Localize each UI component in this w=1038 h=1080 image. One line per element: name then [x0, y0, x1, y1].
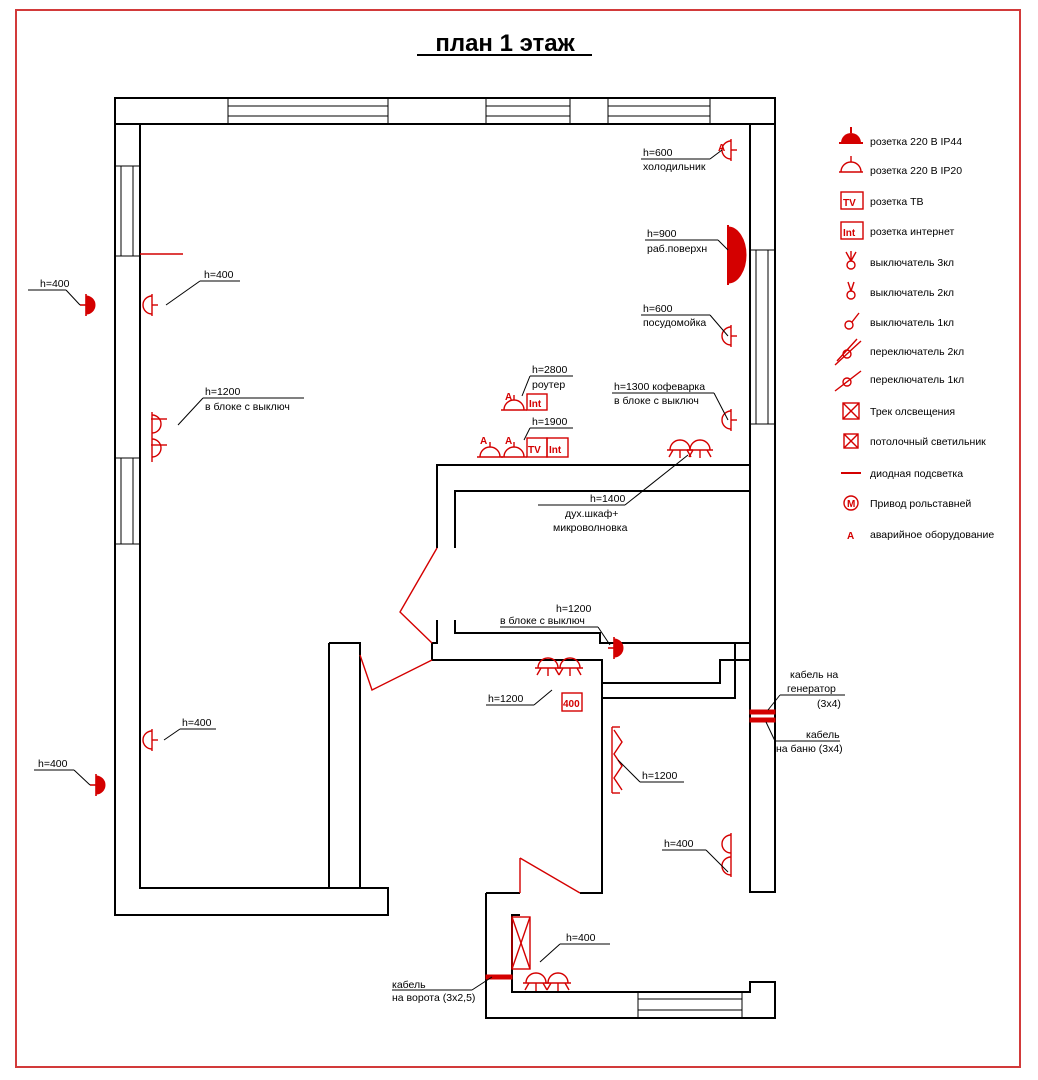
switch-2-icon — [846, 281, 856, 300]
svg-text:h=600: h=600 — [643, 147, 673, 159]
svg-text:A: A — [505, 436, 512, 447]
legend-label: Трек олсвещения — [870, 406, 955, 418]
svg-text:h=1400: h=1400 — [590, 493, 625, 505]
legend-label: розетка ТВ — [870, 196, 924, 208]
svg-text:h=900: h=900 — [647, 228, 677, 240]
toggle-1-icon — [834, 370, 862, 392]
ceiling-light-icon — [843, 433, 859, 449]
svg-text:h=400: h=400 — [182, 717, 212, 729]
svg-text:h=600: h=600 — [643, 303, 673, 315]
svg-text:h=1200: h=1200 — [556, 603, 591, 615]
svg-text:роутер: роутер — [532, 379, 565, 391]
svg-text:400: 400 — [563, 699, 580, 710]
svg-text:h=1200: h=1200 — [642, 770, 677, 782]
track-light-icon — [842, 402, 860, 420]
emergency-mark: A — [718, 143, 725, 154]
svg-text:h=400: h=400 — [38, 758, 68, 770]
svg-text:TV: TV — [843, 198, 856, 209]
svg-text:h=400: h=400 — [40, 278, 70, 290]
svg-text:Int: Int — [529, 399, 542, 410]
svg-text:дух.шкаф+: дух.шкаф+ — [565, 508, 618, 520]
svg-text:h=400: h=400 — [566, 932, 596, 944]
legend-label: выключатель 1кл — [870, 317, 954, 329]
legend-label: Привод рольставней — [870, 498, 971, 510]
legend-label: выключатель 2кл — [870, 287, 954, 299]
page-title: план 1 этаж — [435, 30, 575, 57]
svg-text:холодильник: холодильник — [643, 161, 706, 173]
toggle-2-icon — [834, 338, 862, 366]
legend-label: потолочный светильник — [870, 436, 986, 448]
doors — [140, 253, 776, 980]
legend-label: розетка 220 В IP44 — [870, 136, 962, 148]
svg-text:h=400: h=400 — [664, 838, 694, 850]
legend-label: выключатель 3кл — [870, 257, 954, 269]
svg-text:h=2800: h=2800 — [532, 364, 567, 376]
svg-text:кабель: кабель — [392, 979, 426, 991]
svg-text:в блоке с выключ: в блоке с выключ — [614, 395, 699, 407]
svg-text:A: A — [847, 531, 854, 542]
svg-text:кабель: кабель — [806, 729, 840, 741]
switch-3-icon — [845, 251, 857, 270]
svg-text:в блоке с выключ: в блоке с выключ — [205, 401, 290, 413]
svg-text:в блоке с выключ: в блоке с выключ — [500, 615, 585, 627]
switch-1-icon — [844, 312, 860, 330]
socket-ip20-icon — [839, 156, 863, 173]
svg-text:микроволновка: микроволновка — [553, 522, 628, 534]
legend-label: аварийное оборудование — [870, 529, 994, 541]
svg-text:(3х4): (3х4) — [817, 698, 841, 710]
socket-ip44-icon — [839, 127, 863, 144]
svg-text:Int: Int — [843, 228, 856, 239]
svg-text:h=1900: h=1900 — [532, 416, 567, 428]
svg-text:Int: Int — [549, 445, 562, 456]
internet-socket-icon: Int — [840, 221, 864, 240]
tv-socket-icon: TV — [840, 191, 864, 210]
svg-text:на ворота (3х2,5): на ворота (3х2,5) — [392, 992, 475, 1004]
annotations: h=600 холодильник h=900 раб.поверхн h=60… — [28, 147, 845, 1004]
shutter-drive-icon: M — [843, 495, 859, 511]
svg-text:кабель на: кабель на — [790, 669, 838, 681]
svg-text:h=1200: h=1200 — [205, 386, 240, 398]
svg-text:h=400: h=400 — [204, 269, 234, 281]
svg-text:A: A — [505, 392, 512, 403]
svg-text:h=1200: h=1200 — [488, 693, 523, 705]
svg-text:A: A — [480, 436, 487, 447]
legend-label: розетка 220 В IP20 — [870, 165, 962, 177]
legend-label: розетка интернет — [870, 226, 954, 238]
svg-text:генератор: генератор — [787, 683, 836, 695]
svg-text:посудомойка: посудомойка — [643, 317, 706, 329]
svg-text:на баню (3х4): на баню (3х4) — [776, 743, 843, 755]
svg-text:TV: TV — [528, 445, 541, 456]
svg-text:M: M — [847, 499, 855, 510]
legend-label: диодная подсветка — [870, 468, 963, 480]
drawing-frame — [15, 9, 1021, 1068]
legend-label: переключатель 2кл — [870, 346, 964, 358]
svg-text:h=1300 кофеварка: h=1300 кофеварка — [614, 381, 705, 393]
legend-label: переключатель 1кл — [870, 374, 964, 386]
emergency-icon: A — [847, 531, 854, 542]
devices: A Int A TV Int A A — [79, 138, 747, 992]
svg-text:раб.поверхн: раб.поверхн — [647, 243, 707, 255]
